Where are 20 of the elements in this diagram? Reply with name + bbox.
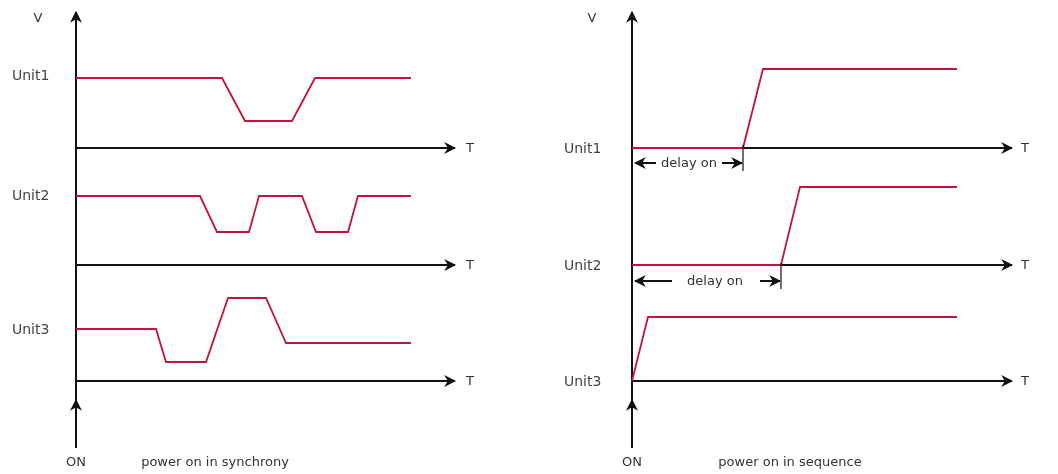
- axis-label: T: [1021, 140, 1029, 156]
- dimension-label: delay on: [659, 155, 719, 171]
- signal-name: Unit1: [564, 140, 602, 156]
- axis-label: T: [1021, 373, 1029, 389]
- axis-label: T: [1021, 257, 1029, 273]
- axis-label: ON: [66, 454, 86, 470]
- signal-name: Unit2: [12, 187, 50, 203]
- axis-label: T: [466, 257, 474, 273]
- signal-name: Unit2: [564, 257, 602, 273]
- axis-label: V: [33, 10, 43, 26]
- axis-label: T: [466, 373, 474, 389]
- dimension-label: delay on: [685, 273, 745, 289]
- caption-text: power on in synchrony: [141, 454, 289, 470]
- axis-label: T: [466, 140, 474, 156]
- caption-text: power on in sequence: [718, 454, 862, 470]
- signal-name: Unit1: [12, 67, 50, 83]
- signal-name: Unit3: [12, 321, 50, 337]
- axis-label: V: [587, 10, 597, 26]
- signal-name: Unit3: [564, 373, 602, 389]
- axis-label: ON: [622, 454, 642, 470]
